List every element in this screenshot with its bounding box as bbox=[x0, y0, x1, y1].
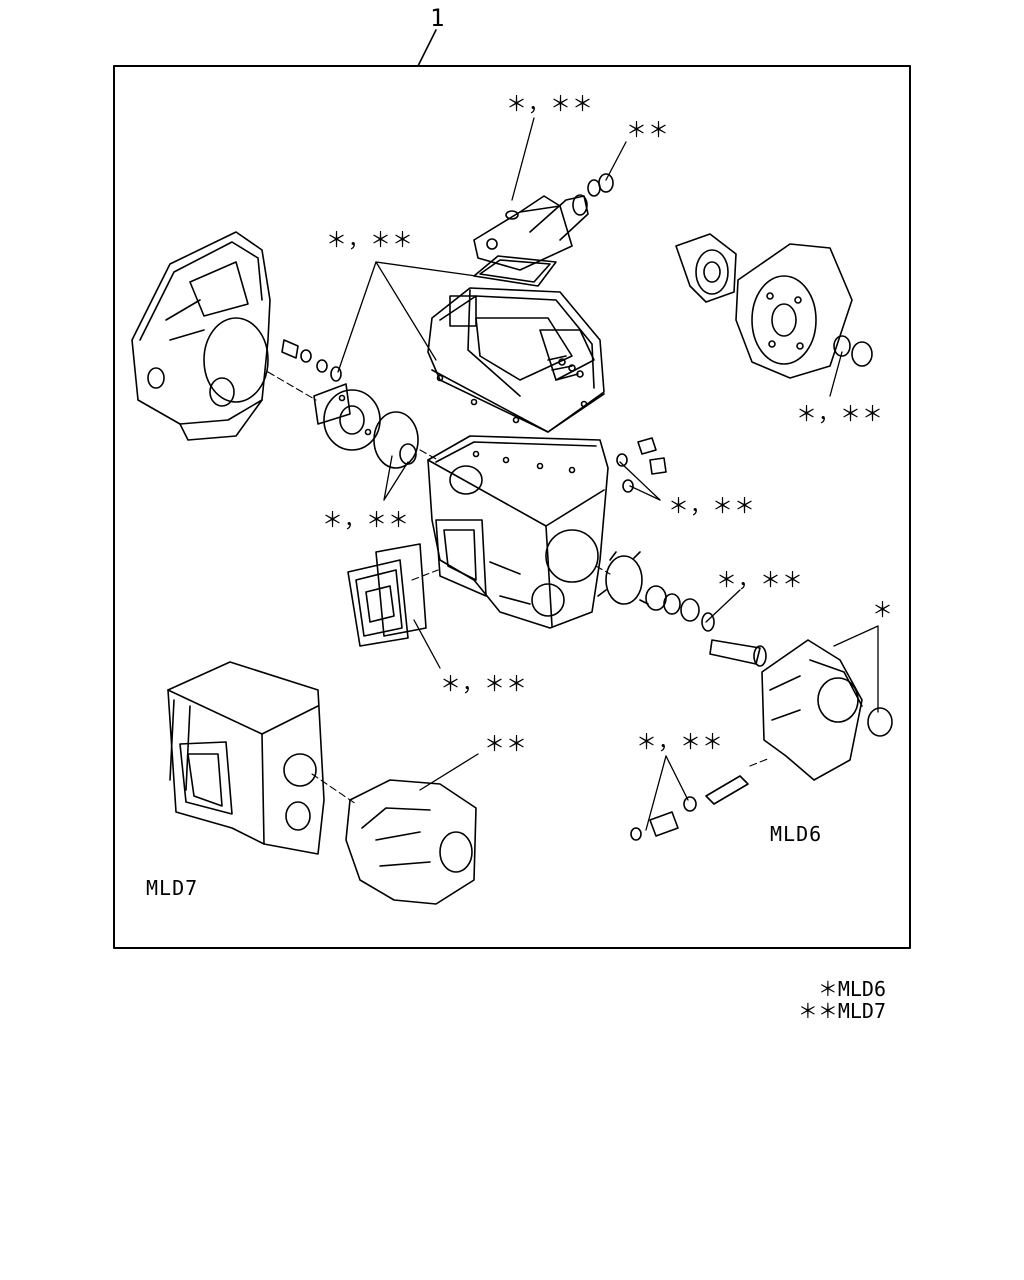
callout-label: ＊ bbox=[872, 598, 894, 622]
variant-legend: ＊MLD6 ＊＊MLD7 bbox=[798, 978, 886, 1022]
callout-label: ＊，＊＊ bbox=[322, 508, 410, 532]
leader-lines bbox=[337, 117, 879, 831]
callout-label: ＊，＊＊ bbox=[668, 494, 756, 518]
output-shaft-part bbox=[709, 639, 767, 667]
speed-sender-part bbox=[630, 775, 749, 841]
bolt-washer-set bbox=[281, 339, 342, 382]
assembly-center-lines bbox=[267, 371, 771, 805]
inspection-cover-part bbox=[347, 543, 427, 647]
callout-label: ＊，＊＊ bbox=[636, 730, 724, 754]
cover-gasket-part bbox=[473, 255, 557, 287]
case-bolt-set bbox=[616, 437, 667, 493]
callout-label: ＊＊ bbox=[626, 118, 670, 142]
variant-label-mld6: MLD6 bbox=[770, 822, 823, 846]
callout-label: ＊，＊＊ bbox=[326, 228, 414, 252]
input-shaft-retainer-part bbox=[313, 383, 381, 451]
shift-cover-part bbox=[427, 287, 605, 433]
variant-label-mld7: MLD7 bbox=[146, 876, 199, 900]
legend-entry-mld6: ＊MLD6 bbox=[817, 977, 886, 1001]
callout-label: ＊，＊＊ bbox=[796, 402, 884, 426]
rear-extension-part bbox=[761, 639, 893, 781]
mld7-case-part bbox=[167, 661, 325, 855]
callout-label: ＊＊ bbox=[484, 732, 528, 756]
assembly-frame bbox=[113, 65, 911, 949]
item-number-label: 1 bbox=[430, 4, 446, 32]
bell-housing-part bbox=[131, 231, 271, 441]
top-housing-part bbox=[473, 173, 614, 271]
callout-label: ＊，＊＊ bbox=[716, 568, 804, 592]
coupling-flange-part bbox=[675, 233, 873, 379]
mld7-rear-housing-part bbox=[345, 779, 477, 905]
transmission-case-part bbox=[427, 435, 609, 629]
seal-gasket-part bbox=[373, 411, 419, 469]
callout-label: ＊，＊＊ bbox=[506, 92, 594, 116]
item-leader-line bbox=[417, 29, 437, 67]
callout-label: ＊，＊＊ bbox=[440, 672, 528, 696]
gear-bearing-set bbox=[597, 551, 715, 632]
legend-entry-mld7: ＊＊MLD7 bbox=[797, 999, 886, 1023]
